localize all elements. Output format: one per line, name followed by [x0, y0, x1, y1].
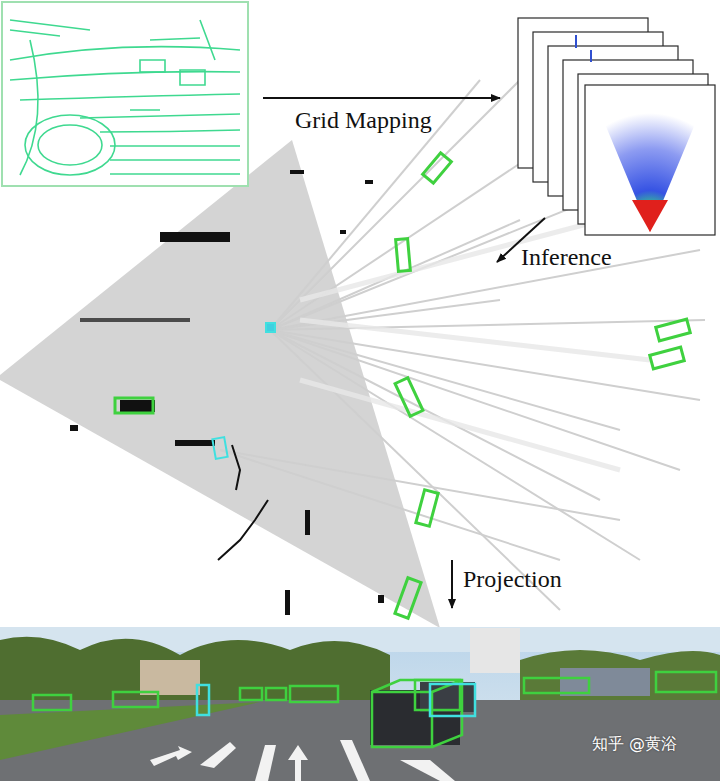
step-label: Inference: [521, 244, 612, 270]
step-label: Grid Mapping: [295, 107, 432, 133]
point-cloud: [2, 2, 248, 186]
step-label: Projection: [463, 566, 562, 592]
watermark: 知乎 @黄浴: [592, 735, 677, 753]
camera-image: [0, 627, 720, 781]
grid-map-stack: [518, 18, 715, 235]
